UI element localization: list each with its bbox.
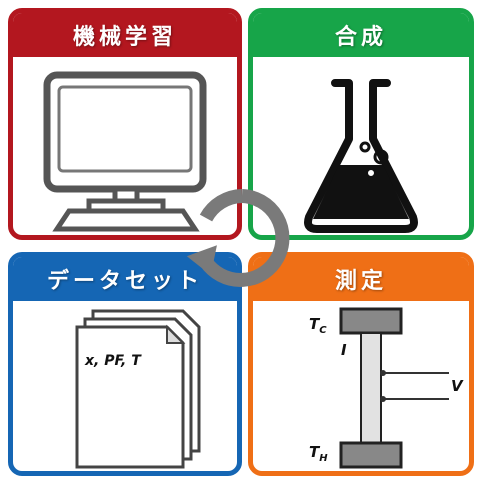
cold-block (339, 307, 403, 335)
panel-title-synthesis: 合成 (334, 25, 387, 50)
measurement-setup-diagram (339, 307, 449, 469)
panel-title-measurement: 測定 (334, 269, 387, 294)
label-t-hot: TH (309, 443, 328, 464)
panel-header-synthesis: 合成 (253, 13, 469, 57)
panel-dataset: データセット x, PF, T (8, 252, 242, 476)
sample-bar (360, 332, 382, 444)
hot-block (339, 441, 403, 469)
label-voltage: V (451, 377, 463, 395)
panel-title-machine-learning: 機械学習 (72, 25, 177, 50)
label-current: I (341, 341, 347, 359)
flask-icon (304, 79, 418, 233)
panel-measurement: 測定 TC I V TH (248, 252, 474, 476)
panel-machine-learning: 機械学習 (8, 8, 242, 240)
panel-title-dataset: データセット (46, 269, 203, 294)
cycle-arrow-icon (186, 189, 290, 287)
panel-header-dataset: データセット (13, 257, 237, 301)
panel-header-machine-learning: 機械学習 (13, 13, 237, 57)
documents-icon (75, 309, 201, 469)
dataset-document-text: x, PF, T (85, 353, 141, 369)
panel-header-measurement: 測定 (253, 257, 469, 301)
panel-synthesis: 合成 (248, 8, 474, 240)
computer-icon (43, 71, 207, 232)
label-t-cold: TC (309, 315, 327, 336)
